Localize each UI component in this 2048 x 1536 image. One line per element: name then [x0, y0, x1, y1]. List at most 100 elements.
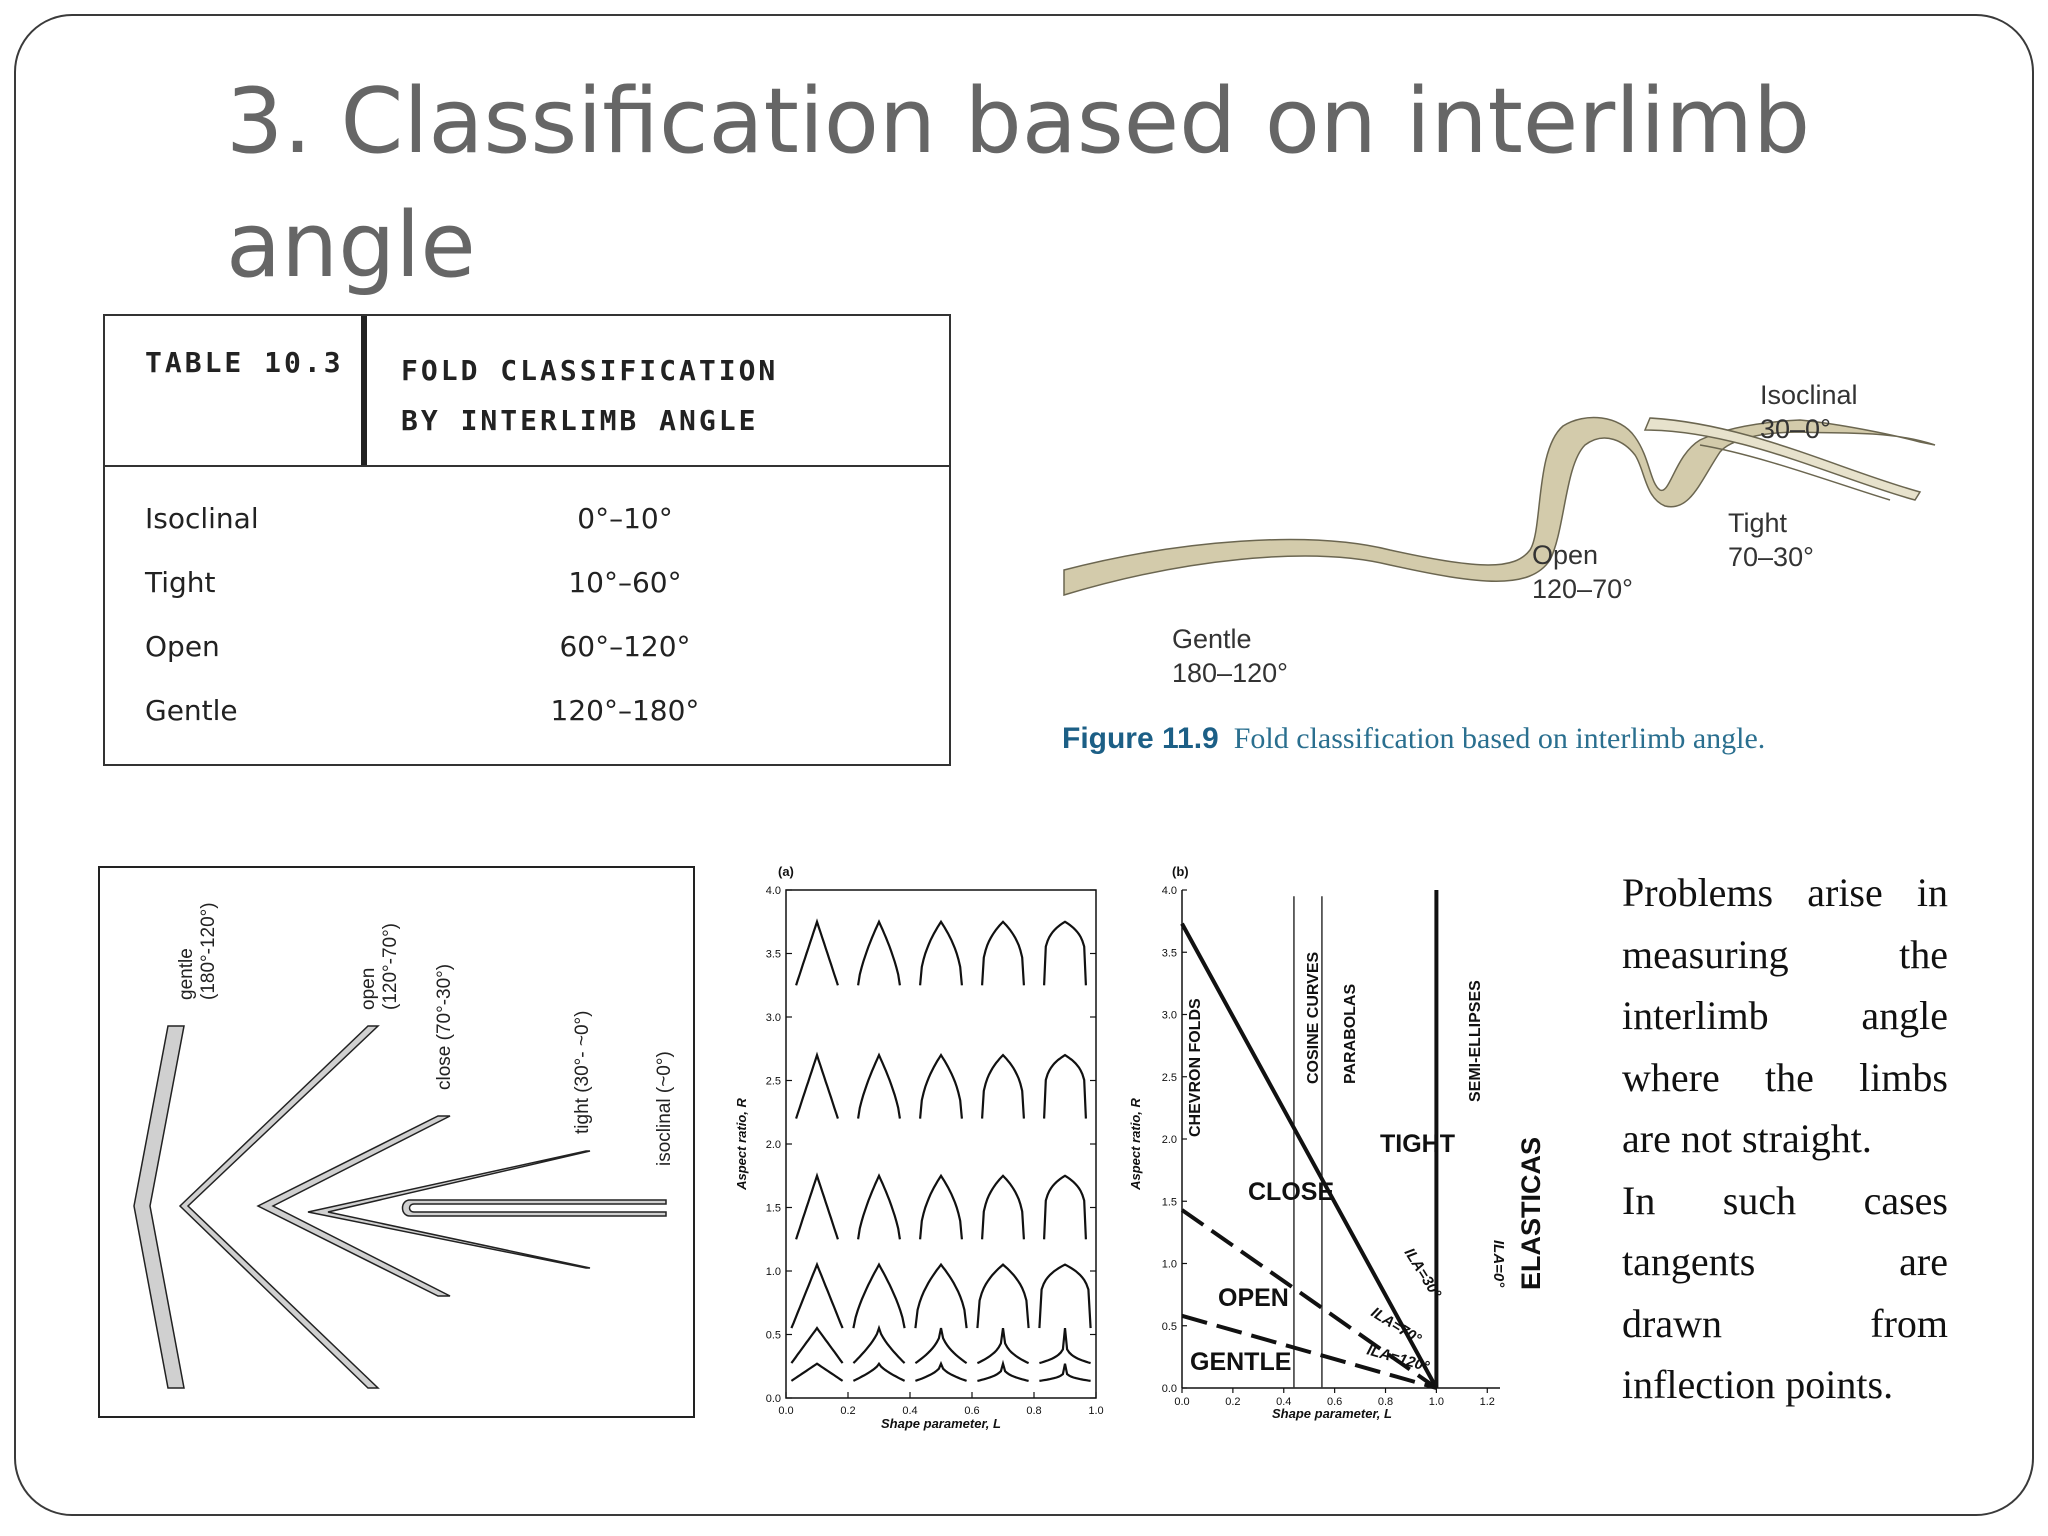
chart-b-label-semi-ellipses: SEMI-ELLIPSES: [1467, 980, 1484, 1102]
chart-a-ytick-label: 1.5: [766, 1203, 781, 1215]
row-range: 10°–60°: [568, 566, 682, 599]
chart-b-ytick-label: 2.0: [1162, 1134, 1177, 1146]
chart-a-ytick-label: 4.0: [766, 885, 781, 897]
chart-b-region-tight: TIGHT: [1380, 1130, 1455, 1158]
chart-a-fold-profile: [981, 1174, 1025, 1240]
sketch-label-open: open: [358, 968, 379, 1010]
side-text-line: interlimb angle: [1622, 993, 1948, 1038]
isoclinal-limb: [1643, 417, 1922, 501]
chart-a-fold-profile: [981, 920, 1025, 986]
fig-range-tight: 70–30°: [1728, 542, 1814, 572]
table-row: Tight 10°–60°: [105, 566, 949, 606]
table-title: FOLD CLASSIFICATION BY INTERLIMB ANGLE: [401, 354, 779, 437]
chart-b-ila-line: [1180, 1208, 1438, 1390]
chart-b-ytick-label: 4.0: [1162, 885, 1177, 897]
chart-a-fold-profile: [857, 919, 901, 986]
side-text-line: measuring the: [1622, 931, 1948, 977]
chart-a-fold-profile: [1039, 1363, 1091, 1382]
open-fold: [178, 1025, 380, 1389]
chart-b-xtick-label: 0.6: [1327, 1396, 1342, 1408]
chart-a-fold-profile: [790, 1326, 844, 1364]
table-label: TABLE 10.3: [145, 346, 344, 379]
chart-a-fold-profile: [852, 1361, 906, 1382]
figure-number: Figure 11.9: [1062, 722, 1219, 755]
chart-a-fold-profile: [1043, 920, 1087, 986]
chart-b-ytick-label: 1.5: [1162, 1196, 1177, 1208]
chart-b-ytick-label: 1.0: [1162, 1259, 1177, 1271]
side-text-line: In such cases: [1622, 1177, 1948, 1223]
table-row: Open 60°–120°: [105, 630, 949, 670]
table-header-rule: [105, 465, 949, 467]
side-text-line: Problems arise in: [1622, 870, 1948, 915]
chart-a-fold-profile: [1043, 1053, 1087, 1119]
gentle-fold: [133, 1025, 185, 1389]
chart-a-fold-profile: [852, 1324, 906, 1364]
sketch-label-tight: tight (30°- ~0°): [572, 1011, 593, 1134]
fig-label-gentle: Gentle: [1172, 624, 1252, 654]
chart-b-region-close: CLOSE: [1248, 1178, 1334, 1206]
chart-a-panel-label: (a): [778, 864, 794, 879]
chart-a-ytick-label: 3.0: [766, 1012, 781, 1024]
chart-a-fold-profile: [1038, 1263, 1092, 1329]
chart-b-ytick-label: 3.5: [1162, 947, 1177, 959]
fig-label-open: Open: [1532, 540, 1598, 570]
chart-a-xtick-label: 0.8: [1026, 1405, 1041, 1417]
chart-a-ylabel: Aspect ratio, R: [734, 1098, 749, 1191]
row-range: 0°–10°: [577, 502, 673, 535]
chart-a-xtick-label: 0.0: [778, 1405, 793, 1417]
chart-b-label-cosine: COSINE CURVES: [1305, 951, 1322, 1084]
chart-a-ytick-label: 0.5: [766, 1330, 781, 1342]
isoclinal-fold: [401, 1199, 667, 1217]
chart-b-region-gentle: GENTLE: [1190, 1348, 1291, 1376]
chart-a-fold-profile: [790, 1261, 844, 1329]
row-range: 60°–120°: [559, 630, 691, 663]
chart-a-ytick-label: 1.0: [766, 1266, 781, 1278]
sketch-label-open-range: (120°-70°): [380, 923, 401, 1010]
fold-layer-shape: [1063, 416, 1936, 597]
chart-a-fold-profile: [857, 1052, 901, 1119]
chart-b-xtick-label: 1.0: [1429, 1396, 1444, 1408]
fig-range-gentle: 180–120°: [1172, 658, 1288, 688]
side-text-block: Problems arise in measuring the interlim…: [1622, 862, 1948, 1416]
chart-b-xtick-label: 0.0: [1174, 1396, 1189, 1408]
chart-a-fold-profile: [977, 1359, 1029, 1382]
fig-range-open: 120–70°: [1532, 574, 1633, 604]
chart-b-ila-line: [1181, 1313, 1437, 1390]
side-text-line: where the limbs: [1622, 1054, 1948, 1100]
chart-a-ytick-label: 2.5: [766, 1076, 781, 1088]
figure-caption: Figure 11.9 Fold classification based on…: [1062, 722, 1765, 756]
chart-a-fold-profile: [919, 1173, 963, 1240]
table-row: Isoclinal 0°–10°: [105, 502, 949, 542]
chart-a-fold-profile: [981, 1053, 1025, 1119]
table-header-divider: [361, 316, 367, 467]
chart-b-xlabel: Shape parameter, L: [1272, 1406, 1392, 1421]
isoclinal-inner-limb: [1699, 444, 1891, 501]
chart-b-ylabel: Aspect ratio, R: [1128, 1098, 1143, 1191]
chart-a-ytick-label: 3.5: [766, 949, 781, 961]
chart-b-ytick-label: 0.0: [1162, 1383, 1177, 1395]
chart-a-fold-profile: [914, 1262, 968, 1329]
side-text-line: are not straight.: [1622, 1116, 1872, 1161]
chart-a-fold-profile: [976, 1327, 1030, 1365]
chart-b-ila-0: ILA=0°: [1490, 1240, 1507, 1288]
chart-b-xtick-label: 0.8: [1378, 1396, 1393, 1408]
chart-b-xtick-label: 1.2: [1480, 1396, 1495, 1408]
chart-a-ytick-label: 2.0: [766, 1139, 781, 1151]
chart-b-ytick-label: 0.5: [1162, 1321, 1177, 1333]
row-name: Gentle: [145, 694, 238, 727]
figure-fold-illustration: Isoclinal 30–0° Tight 70–30° Open 120–70…: [1063, 380, 1936, 688]
fig-label-tight: Tight: [1728, 508, 1788, 538]
side-text-line: tangents are: [1622, 1239, 1948, 1284]
chart-b-label-chevron: CHEVRON FOLDS: [1187, 998, 1204, 1137]
chart-b-xtick-label: 0.4: [1276, 1396, 1291, 1408]
chart-a-fold-profile: [976, 1263, 1030, 1329]
sketch-label-gentle-range: (180°-120°): [198, 902, 219, 1000]
chart-b-ila-70: ILA=70°: [1368, 1304, 1425, 1348]
sketch-label-isoclinal: isoclinal (~0°): [654, 1051, 675, 1166]
chart-b-ila-line: [1180, 922, 1439, 1389]
chart-a-fold-profile: [1039, 1327, 1091, 1365]
chart-a-fold-profile: [795, 1051, 839, 1119]
chart-a-fold-profile: [1043, 1174, 1087, 1240]
